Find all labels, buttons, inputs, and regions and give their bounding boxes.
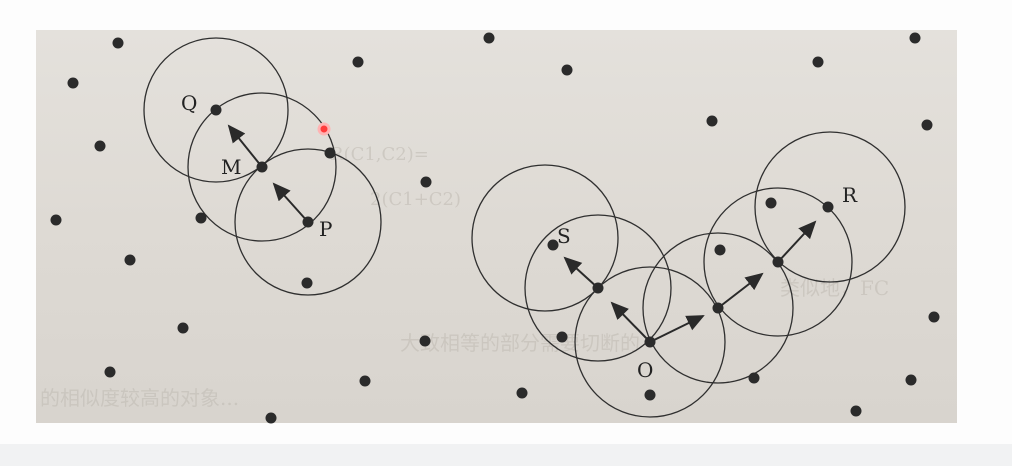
- point-right-inner-3: [765, 197, 777, 209]
- noise-point: [516, 387, 528, 399]
- noise-point: [352, 56, 364, 68]
- point-o-bottom: [644, 389, 656, 401]
- noise-point: [921, 119, 933, 131]
- key-points: [195, 104, 834, 401]
- left-neighborhoods: [143, 37, 382, 296]
- noise-point: [359, 375, 371, 387]
- noise-point: [928, 311, 940, 323]
- noise-point: [67, 77, 79, 89]
- point-right-inner-2: [714, 244, 726, 256]
- noise-point: [419, 335, 431, 347]
- ghost-text-1: R(C1,C2)=: [330, 144, 429, 165]
- ghost-text-5: 的相似度较高的对象...: [40, 386, 239, 410]
- noise-point: [94, 140, 106, 152]
- noise-point: [50, 214, 62, 226]
- noise-point: [561, 64, 573, 76]
- point-o: [644, 336, 656, 348]
- point-left-bottom: [301, 277, 313, 289]
- o-to-r-neighborhood-circle-1: [642, 232, 794, 384]
- label-r: R: [842, 183, 858, 207]
- q-neighborhood-circle: [143, 37, 289, 183]
- point-right-inner-1: [556, 331, 568, 343]
- noise-point: [104, 366, 116, 378]
- noise-points: [50, 32, 940, 424]
- point-left-inner: [195, 212, 207, 224]
- label-s: S: [557, 224, 571, 248]
- ghost-text-2: 2(C1+C2): [370, 189, 461, 210]
- ghost-text-3: 类似地，FC: [780, 276, 889, 300]
- label-q: Q: [181, 91, 197, 115]
- m-neighborhood-circle: [187, 92, 337, 242]
- background-bleed-text: R(C1,C2)= 2(C1+C2) 类似地，FC 大致相等的部分需要切断的 的…: [40, 144, 889, 410]
- point-border-left: [324, 147, 336, 159]
- left-arrows: [227, 124, 309, 223]
- point-p: [302, 216, 314, 228]
- noise-point: [909, 32, 921, 44]
- point-s: [547, 239, 559, 251]
- noise-point: [483, 32, 495, 44]
- noise-point: [850, 405, 862, 417]
- ghost-text-4: 大致相等的部分需要切断的: [400, 331, 640, 355]
- o-to-r-neighborhood-circle-2: [703, 187, 853, 337]
- arrow-o-to-r-chain-1: [649, 315, 705, 343]
- s-neighborhood-circle: [471, 164, 619, 312]
- arrow-p-to-m: [272, 182, 309, 223]
- point-s-chain: [592, 282, 604, 294]
- label-p: P: [319, 217, 332, 241]
- label-m: M: [221, 155, 241, 179]
- p-neighborhood-circle: [234, 148, 382, 296]
- point-right-bottom: [748, 372, 760, 384]
- right-arrows: [563, 220, 817, 343]
- arrow-to-r: [777, 220, 817, 263]
- point-r: [822, 201, 834, 213]
- point-chain-2: [772, 256, 784, 268]
- noise-point: [112, 37, 124, 49]
- red-marker-icon: [317, 122, 331, 136]
- noise-point: [265, 412, 277, 424]
- label-o: O: [637, 358, 653, 382]
- point-m: [256, 161, 268, 173]
- arrow-m-to-q: [227, 124, 263, 168]
- arrow-o-to-s-chain: [610, 301, 651, 343]
- arrow-o-to-r-chain-2: [717, 272, 764, 309]
- point-chain-1: [712, 302, 724, 314]
- point-q: [210, 104, 222, 116]
- noise-point: [420, 176, 432, 188]
- noise-point: [812, 56, 824, 68]
- noise-point: [177, 322, 189, 334]
- arrow-to-s: [563, 256, 599, 289]
- s-to-o-neighborhood-circle: [524, 214, 672, 362]
- noise-point: [905, 374, 917, 386]
- noise-point: [124, 254, 136, 266]
- right-neighborhoods: [471, 131, 906, 418]
- r-neighborhood-circle: [754, 131, 906, 283]
- o-neighborhood-circle: [574, 266, 726, 418]
- noise-point: [706, 115, 718, 127]
- bottom-bar: [0, 444, 1012, 466]
